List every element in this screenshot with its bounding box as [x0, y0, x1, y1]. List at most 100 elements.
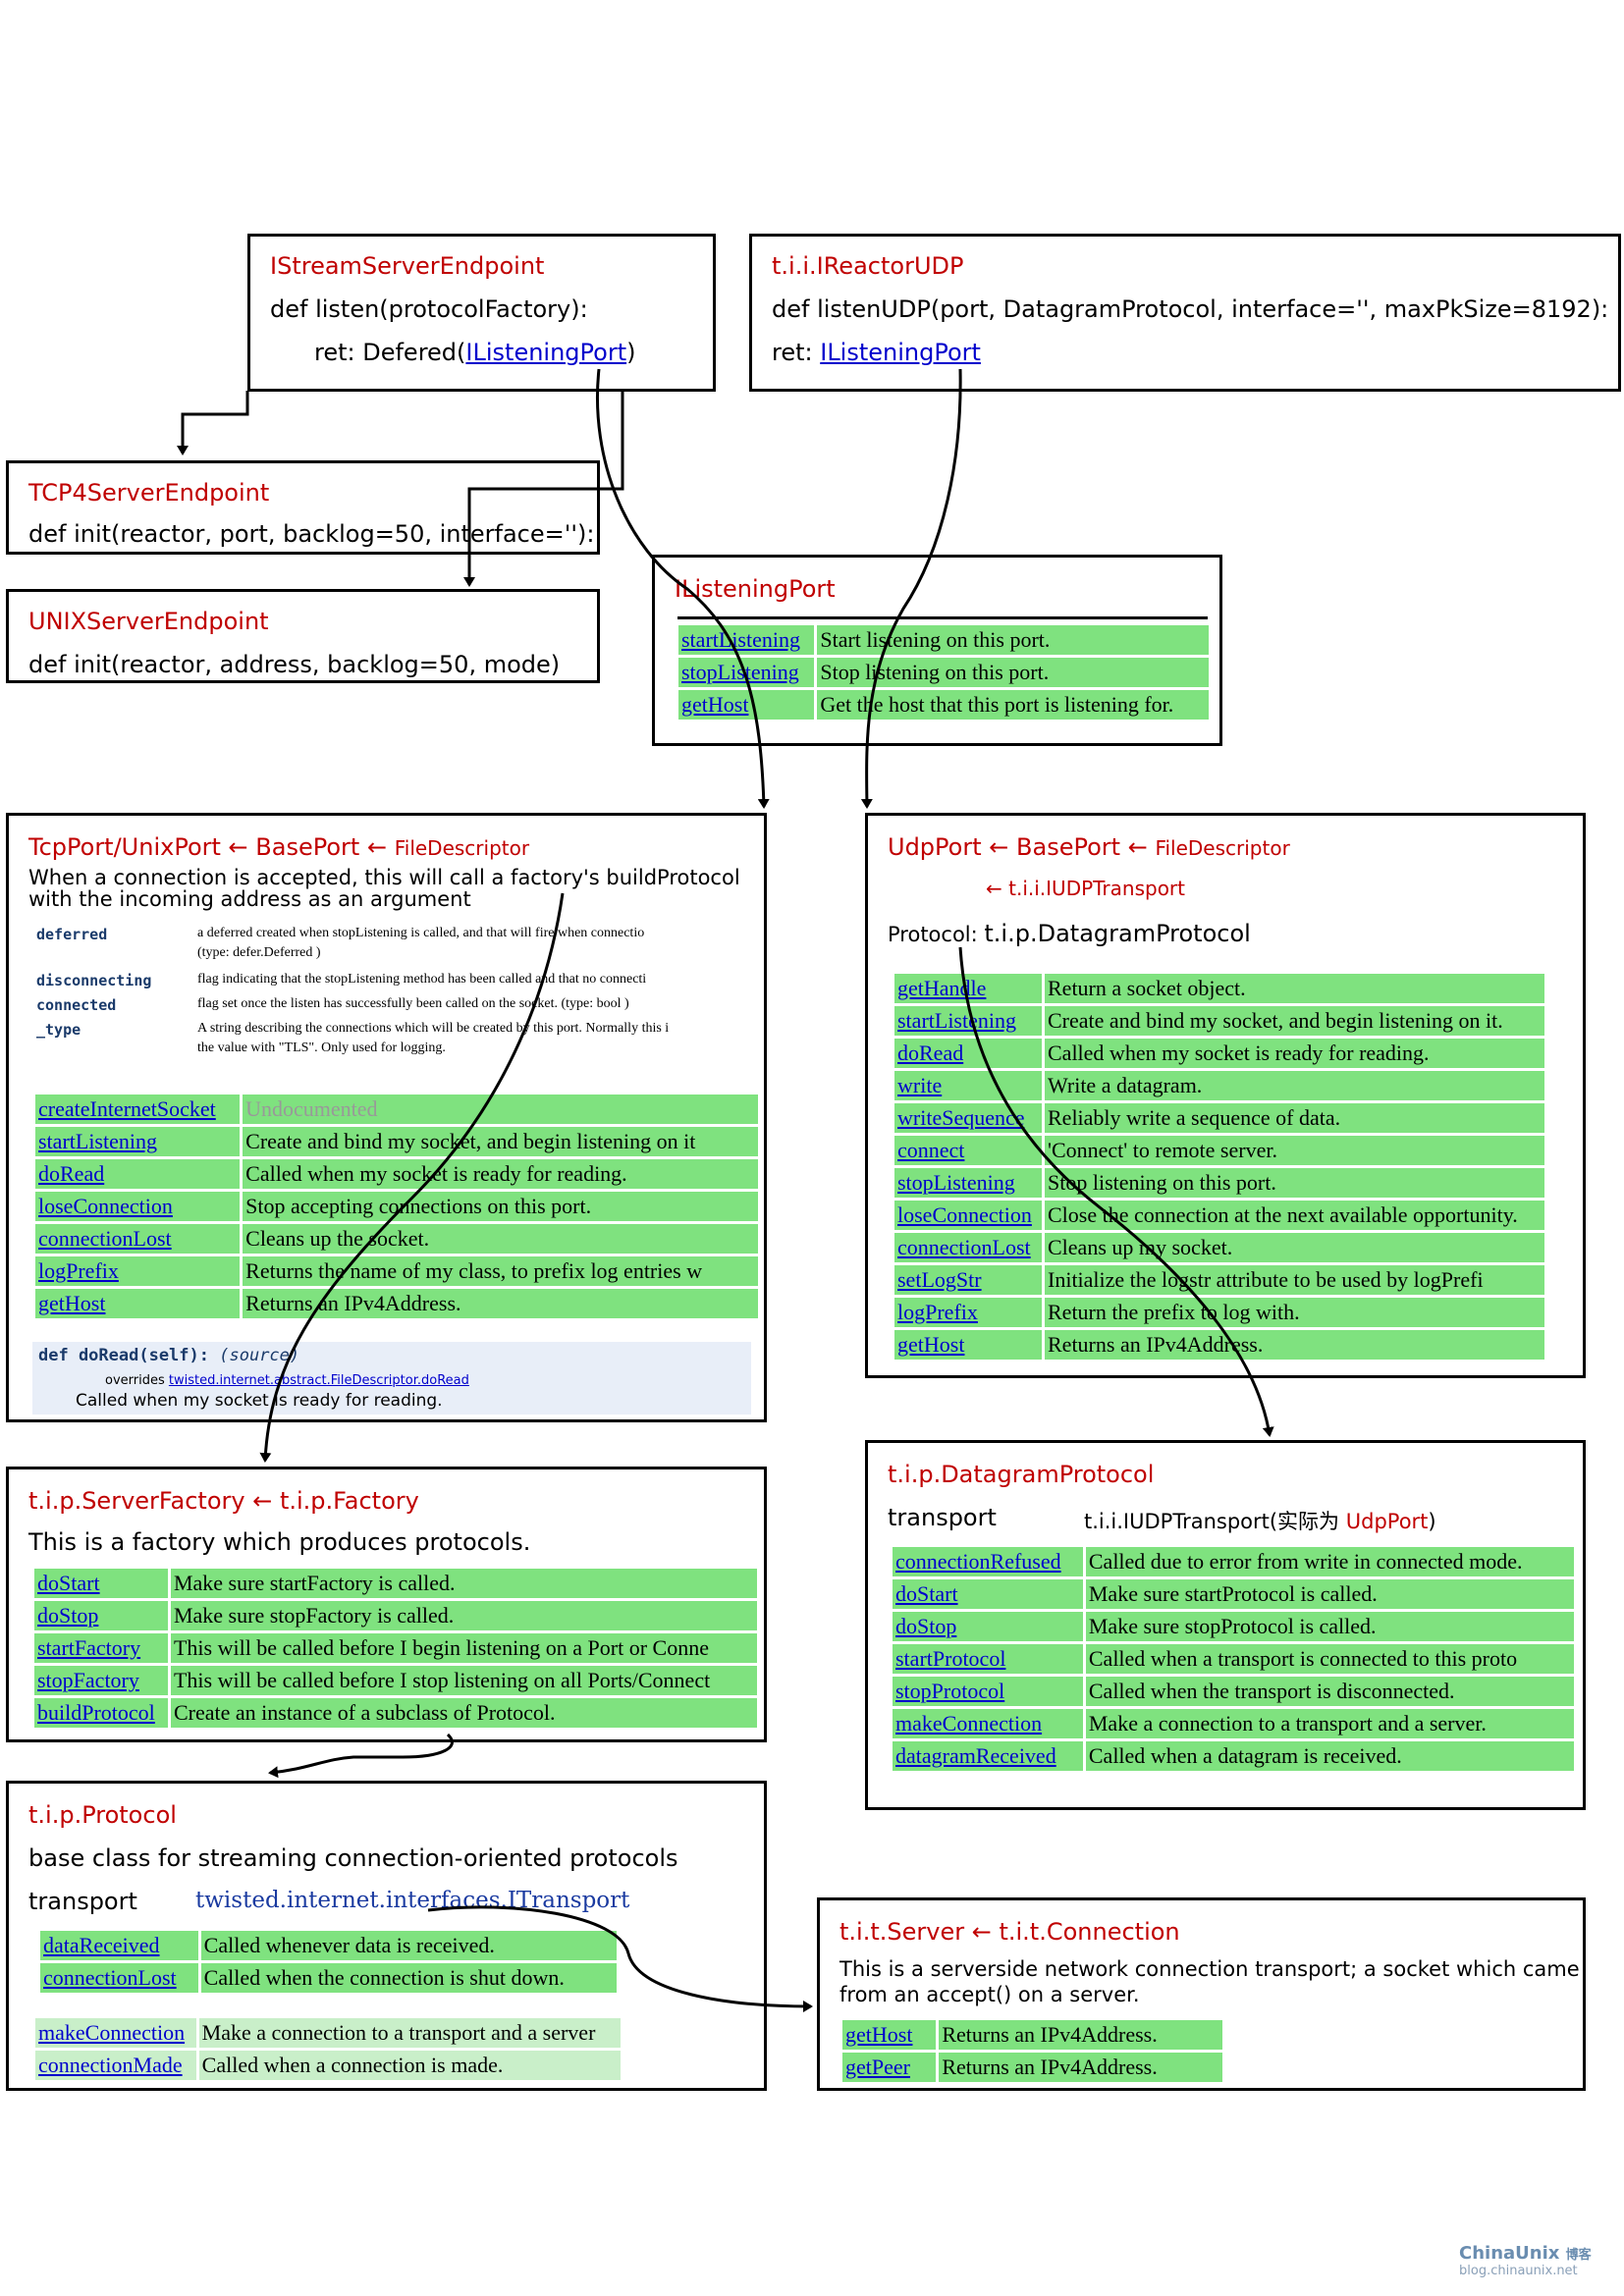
tcpport-title-class: TcpPort/UnixPort — [28, 833, 221, 861]
method-link[interactable]: connectionMade — [35, 2051, 196, 2080]
method-link[interactable]: doRead — [35, 1159, 241, 1189]
method-description: Reliably write a sequence of data. — [1045, 1103, 1544, 1133]
method-description: Make a connection to a transport and a s… — [1085, 1709, 1574, 1738]
tit-server-desc-1: This is a serverside network connection … — [839, 1957, 1580, 1981]
method-link[interactable]: startListening — [894, 1006, 1042, 1036]
method-link[interactable]: logPrefix — [35, 1256, 241, 1286]
method-link[interactable]: dataReceived — [40, 1931, 198, 1960]
doread-source-link[interactable]: (source) — [219, 1346, 300, 1365]
datagramprotocol-transport-value: t.i.i.IUDPTransport(实际为 UdpPort) — [1084, 1506, 1436, 1535]
method-link[interactable]: connectionLost — [35, 1224, 241, 1254]
method-description: Returns the name of my class, to prefix … — [243, 1256, 758, 1286]
attribute-description: flag indicating that the stopListening m… — [197, 972, 647, 987]
method-description: Called when my socket is ready for readi… — [1045, 1039, 1544, 1068]
inherit-arrow: ← — [989, 833, 1009, 861]
method-link[interactable]: startFactory — [34, 1633, 168, 1663]
method-link[interactable]: makeConnection — [893, 1709, 1083, 1738]
method-description: Stop accepting connections on this port. — [243, 1192, 758, 1221]
method-link[interactable]: startListening — [678, 625, 815, 655]
method-link[interactable]: loseConnection — [894, 1201, 1042, 1230]
protocol-transport-value: twisted.internet.interfaces.ITransport — [195, 1888, 630, 1913]
inherit-arrow: ← — [366, 833, 388, 861]
udpport-protocol-label: Protocol: — [888, 923, 985, 946]
method-link[interactable]: doStop — [34, 1601, 168, 1630]
method-link[interactable]: stopFactory — [34, 1666, 168, 1695]
method-description: Return the prefix to log with. — [1045, 1298, 1544, 1327]
method-link[interactable]: getPeer — [842, 2053, 937, 2082]
method-description: Make sure stopProtocol is called. — [1085, 1612, 1574, 1641]
method-link[interactable]: stopListening — [894, 1168, 1042, 1198]
inherit-arrow: ← — [252, 1487, 273, 1515]
method-link[interactable]: stopListening — [678, 658, 815, 687]
method-link[interactable]: getHost — [35, 1289, 241, 1318]
method-link[interactable]: connectionLost — [40, 1963, 198, 1993]
method-link[interactable]: connectionLost — [894, 1233, 1042, 1262]
method-description: Cleans up the socket. — [243, 1224, 758, 1254]
method-link[interactable]: setLogStr — [894, 1265, 1042, 1295]
overrides-link[interactable]: twisted.internet.abstract.FileDescriptor… — [168, 1373, 469, 1388]
method-link[interactable]: getHost — [842, 2020, 937, 2050]
attribute-description-cont: the value with "TLS". Only used for logg… — [197, 1041, 446, 1055]
method-link[interactable]: datagramReceived — [893, 1741, 1083, 1771]
watermark-url: blog.chinaunix.net — [1459, 2264, 1578, 2278]
inherit-arrow: ← — [986, 877, 1002, 900]
method-link[interactable]: getHandle — [894, 974, 1042, 1003]
watermark-brand: ChinaUnix 博客 — [1459, 2243, 1592, 2264]
ilisteningport-link[interactable]: IListeningPort — [465, 339, 627, 366]
method-link[interactable]: connectionRefused — [893, 1547, 1083, 1576]
method-description: Write a datagram. — [1045, 1071, 1544, 1100]
udpport-title-base: BasePort — [1016, 833, 1121, 861]
method-link[interactable]: doStart — [893, 1579, 1083, 1609]
method-description: Create and bind my socket, and begin lis… — [1045, 1006, 1544, 1036]
method-link[interactable]: getHost — [678, 690, 815, 720]
method-link[interactable]: createInternetSocket — [35, 1095, 241, 1124]
serverfactory-description: This is a factory which produces protoco… — [28, 1528, 531, 1556]
method-link[interactable]: getHost — [894, 1330, 1042, 1360]
ireactorudp-return-prefix: ret: — [772, 339, 821, 366]
method-link[interactable]: loseConnection — [35, 1192, 241, 1221]
method-description: Called due to error from write in connec… — [1085, 1547, 1574, 1576]
method-description: Returns an IPv4Address. — [939, 2020, 1222, 2050]
method-link[interactable]: write — [894, 1071, 1042, 1100]
method-link[interactable]: connect — [894, 1136, 1042, 1165]
method-description: Make sure startProtocol is called. — [1085, 1579, 1574, 1609]
method-link[interactable]: logPrefix — [894, 1298, 1042, 1327]
method-link[interactable]: stopProtocol — [893, 1677, 1083, 1706]
overrides-label: overrides — [105, 1373, 169, 1388]
listenudp-def: def listenUDP(port, DatagramProtocol, in… — [772, 295, 1609, 323]
method-link[interactable]: doRead — [894, 1039, 1042, 1068]
protocol-transport-label: transport — [28, 1888, 137, 1915]
method-link[interactable]: startProtocol — [893, 1644, 1083, 1674]
method-link[interactable]: writeSequence — [894, 1103, 1042, 1133]
method-description: Get the host that this port is listening… — [817, 690, 1209, 720]
tcpport-box: TcpPort/UnixPort ← BasePort ← FileDescri… — [6, 813, 767, 1422]
method-link[interactable]: doStart — [34, 1569, 168, 1598]
tcpport-description: When a connection is accepted, this will… — [28, 866, 740, 911]
method-link[interactable]: startListening — [35, 1127, 241, 1156]
datagramprotocol-box: t.i.p.DatagramProtocol transport t.i.i.I… — [865, 1440, 1586, 1810]
method-link[interactable]: buildProtocol — [34, 1698, 168, 1728]
method-link[interactable]: makeConnection — [35, 2018, 196, 2048]
transport-actual-class: UdpPort — [1345, 1510, 1429, 1533]
method-description: Called when a datagram is received. — [1085, 1741, 1574, 1771]
method-description: This will be called before I begin liste… — [170, 1633, 757, 1663]
inherit-arrow: ← — [228, 833, 248, 861]
method-description: Initialize the logstr attribute to be us… — [1045, 1265, 1544, 1295]
ilisteningport-link-udp[interactable]: IListeningPort — [820, 339, 981, 366]
method-link[interactable]: doStop — [893, 1612, 1083, 1641]
tcpport-title: TcpPort/UnixPort ← BasePort ← FileDescri… — [28, 833, 529, 861]
